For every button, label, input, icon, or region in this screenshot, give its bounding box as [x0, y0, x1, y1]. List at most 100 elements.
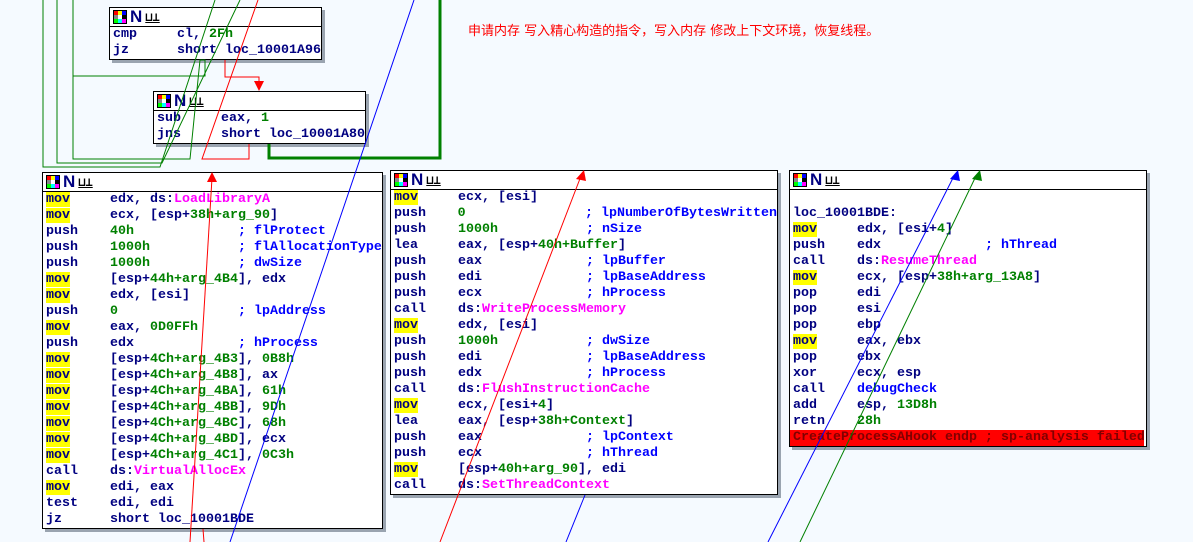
mnemonic: sub: [157, 111, 181, 126]
color-palette-icon[interactable]: [46, 175, 60, 189]
operand-part[interactable]: debugCheck: [856, 382, 937, 397]
rename-n-icon[interactable]: N: [63, 172, 76, 191]
group-nodes-icon[interactable]: ⊔⊥: [145, 10, 160, 24]
mnemonic: mov: [46, 352, 70, 367]
instruction-line[interactable]: mov[esp+4Ch+arg_4BA], 61h: [43, 384, 382, 400]
operand-part: [esp+: [109, 448, 150, 463]
group-nodes-icon[interactable]: ⊔⊥: [189, 94, 204, 108]
mnemonic: push: [394, 254, 426, 269]
instruction-line[interactable]: mov[esp+4Ch+arg_4C1], 0C3h: [43, 448, 382, 464]
operand-part[interactable]: LoadLibraryA: [173, 192, 270, 207]
operands: 1000h: [110, 240, 238, 256]
color-palette-icon[interactable]: [394, 173, 408, 187]
operand-part[interactable]: VirtualAllocEx: [133, 464, 246, 479]
operand-part[interactable]: SetThreadContext: [481, 478, 610, 493]
operand-part[interactable]: ResumeThread: [880, 254, 977, 269]
operand-part[interactable]: WriteProcessMemory: [481, 302, 626, 317]
operands: cl, 2Fh: [177, 27, 305, 43]
rename-n-icon[interactable]: N: [174, 91, 187, 110]
group-nodes-icon[interactable]: ⊔⊥: [78, 175, 93, 189]
node-header: N⊔⊥: [391, 171, 777, 190]
operand-part: ds:: [109, 464, 134, 479]
rename-n-icon[interactable]: N: [130, 7, 143, 26]
operand-part: 4Ch+arg_4B3: [149, 352, 238, 367]
group-nodes-icon[interactable]: ⊔⊥: [426, 173, 441, 187]
color-palette-icon[interactable]: [113, 10, 127, 24]
instruction-line[interactable]: mov[esp+44h+arg_4B4], edx: [43, 272, 382, 288]
group-nodes-icon[interactable]: ⊔⊥: [825, 173, 840, 187]
annotation-comment: 申请内存 写入精心构造的指令，写入内存 修改上下文环境，恢复线程。: [468, 24, 880, 39]
instruction-line[interactable]: mov[esp+4Ch+arg_4BB], 9Dh: [43, 400, 382, 416]
color-palette-icon[interactable]: [157, 94, 171, 108]
instruction-line[interactable]: mov[esp+4Ch+arg_4B3], 0B8h: [43, 352, 382, 368]
operand-part: 1000h: [457, 222, 498, 237]
operand-part: short loc_10001A80: [220, 127, 365, 142]
instruction-line[interactable]: mov[esp+4Ch+arg_4BD], ecx: [43, 432, 382, 448]
operands: 40h: [110, 224, 238, 240]
rename-n-icon[interactable]: N: [810, 170, 823, 189]
operand-part[interactable]: FlushInstructionCache: [481, 382, 650, 397]
code-label[interactable]: loc_10001BDE:: [793, 206, 897, 221]
instruction-line[interactable]: mov[esp+4Ch+arg_4BC], 68h: [43, 416, 382, 432]
rename-n-icon[interactable]: N: [411, 170, 424, 189]
operands: short loc_10001A80: [221, 127, 365, 143]
instruction-line[interactable]: mov[esp+4Ch+arg_4B8], ax: [43, 368, 382, 384]
instruction-line[interactable]: mov[esp+40h+arg_90], edi: [391, 462, 777, 478]
operand-part: [esp+: [109, 368, 150, 383]
color-palette-icon[interactable]: [793, 173, 807, 187]
